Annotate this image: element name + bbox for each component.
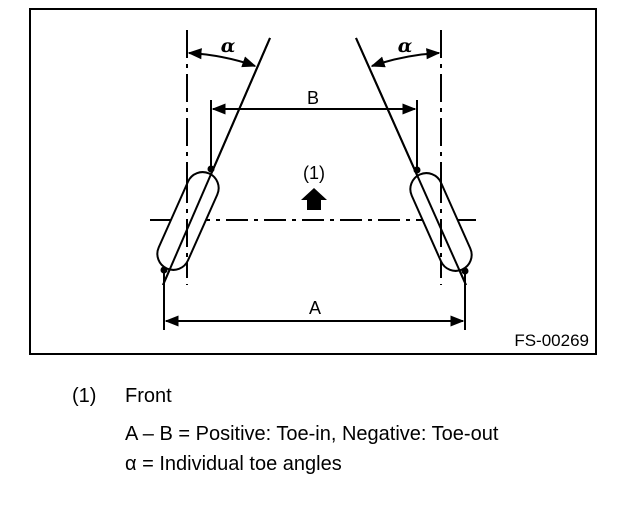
- diagram-frame: [29, 8, 597, 355]
- front-marker-label: (1): [303, 163, 325, 183]
- legend-item-text: Front: [125, 385, 172, 407]
- alpha-arc-left: [187, 48, 257, 68]
- alpha-arc-right: [370, 48, 441, 68]
- right-wheel: [355, 37, 473, 286]
- legend-formula: A – B = Positive: Toe-in, Negative: Toe-…: [125, 423, 499, 445]
- legend-alpha-note: α = Individual toe angles: [125, 453, 342, 475]
- alpha-label-left: α: [221, 35, 236, 57]
- toe-alignment-diagram: B A α α (1) FS-00269: [29, 8, 597, 355]
- up-arrow-icon: [301, 188, 327, 210]
- legend-item-number: (1): [72, 385, 97, 407]
- alpha-label-right: α: [398, 35, 413, 57]
- dim-a-label: A: [309, 298, 321, 318]
- dim-b-label: B: [307, 88, 319, 108]
- figure-id: FS-00269: [514, 331, 589, 350]
- left-wheel: [156, 37, 271, 286]
